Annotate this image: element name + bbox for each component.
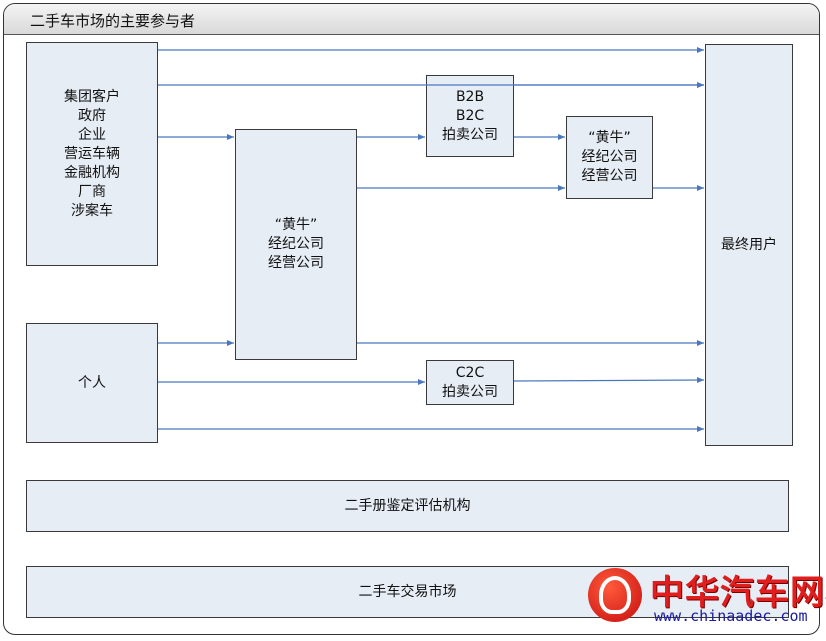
market-label: 二手车交易市场 bbox=[358, 583, 457, 600]
b2b-b2c-line: B2B bbox=[455, 88, 485, 105]
logo-emblem-icon bbox=[588, 568, 642, 622]
c2c-box: C2C 拍卖公司 bbox=[426, 360, 514, 405]
institutions-line: 金融机构 bbox=[64, 164, 120, 181]
broker-small-line: 经纪公司 bbox=[581, 149, 638, 165]
broker-main-line: 经纪公司 bbox=[268, 236, 324, 252]
institutions-box: 集团客户 政府 企业 营运车辆 金融机构 厂商 涉案车 bbox=[26, 42, 158, 266]
end-user-box: 最终用户 bbox=[705, 44, 793, 446]
appraisal-bar: 二手册鉴定评估机构 bbox=[26, 480, 789, 532]
individual-box: 个人 bbox=[26, 323, 158, 443]
end-user-label: 最终用户 bbox=[721, 236, 777, 253]
c2c-line: C2C bbox=[455, 364, 485, 381]
market-bar: 二手车交易市场 bbox=[26, 566, 789, 618]
logo-name: 中华汽车网校 bbox=[650, 573, 826, 613]
broker-main-box: “黄牛” 经纪公司 经营公司 bbox=[235, 129, 357, 360]
b2b-b2c-line: 拍卖公司 bbox=[442, 126, 498, 143]
broker-small-line: 经营公司 bbox=[581, 168, 638, 184]
site-logo: 中华汽车网校 www.chinaadec.com bbox=[588, 565, 826, 627]
institutions-line: 政府 bbox=[78, 107, 106, 124]
b2b-b2c-line: B2C bbox=[455, 107, 485, 124]
broker-main-line: 经营公司 bbox=[268, 255, 324, 271]
institutions-line: 营运车辆 bbox=[64, 145, 120, 162]
diagram-title: 二手车市场的主要参与者 bbox=[30, 12, 196, 30]
arrow-c2c-to-enduser bbox=[513, 377, 705, 384]
title-bar: 二手车市场的主要参与者 bbox=[4, 4, 819, 35]
institutions-line: 厂商 bbox=[78, 183, 106, 200]
c2c-line: 拍卖公司 bbox=[442, 383, 498, 400]
institutions-line: 企业 bbox=[78, 126, 106, 143]
logo-url: www.chinaadec.com bbox=[654, 607, 808, 625]
b2b-b2c-box: B2B B2C 拍卖公司 bbox=[426, 75, 514, 157]
broker-small-line: “黄牛” bbox=[588, 130, 631, 146]
broker-main-line: “黄牛” bbox=[274, 217, 318, 233]
individual-label: 个人 bbox=[78, 374, 106, 391]
institutions-line: 涉案车 bbox=[71, 202, 113, 219]
institutions-line: 集团客户 bbox=[64, 88, 120, 105]
broker-small-box: “黄牛” 经纪公司 经营公司 bbox=[566, 116, 653, 199]
appraisal-label: 二手册鉴定评估机构 bbox=[344, 497, 471, 514]
